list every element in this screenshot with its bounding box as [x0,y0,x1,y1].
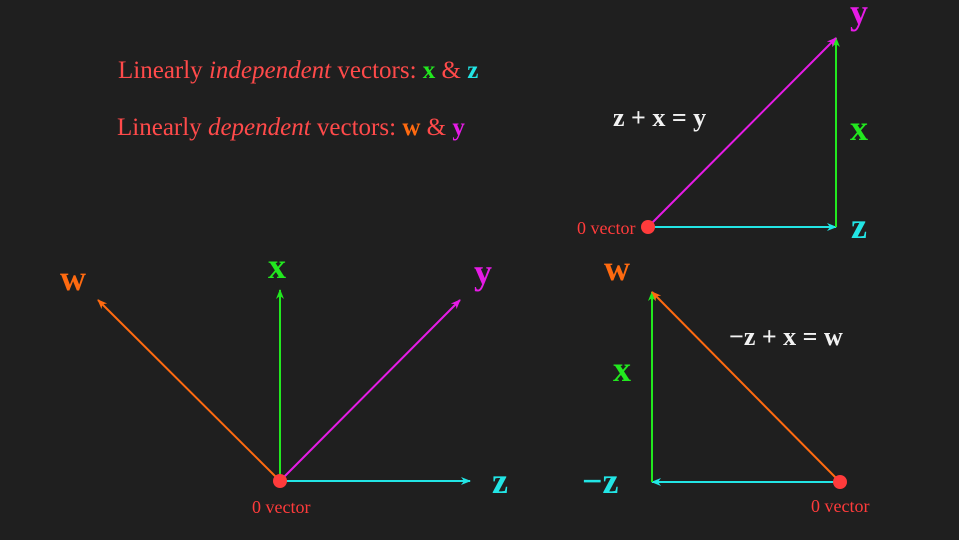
br-equation: −z + x = w [729,322,843,351]
top-right-diagram: 0 vector z + x = y y x z [577,0,868,246]
br-origin-label: 0 vector [811,496,869,516]
bl-vector-y [279,299,461,482]
tr-origin-dot [641,220,655,234]
br-label-x: x [613,349,631,389]
title-dependent-v1: w [402,114,420,141]
bl-label-z: z [492,461,508,501]
bl-origin-dot [273,474,287,488]
bl-vector-w [97,299,281,482]
title-independent-v1: x [423,57,436,84]
title-dependent-v2: y [452,114,465,141]
title-independent-mid: vectors: [331,57,423,84]
tr-origin-label: 0 vector [577,218,635,238]
title-independent-emph: independent [209,57,332,84]
title-dependent-amp: & [420,114,452,141]
br-label-w: w [604,248,630,288]
title-dependent-prefix: Linearly [117,114,208,141]
title-dependent-mid: vectors: [311,114,403,141]
bl-label-x: x [268,246,286,286]
br-label-neg-z: −z [582,461,619,501]
tr-label-z: z [851,206,867,246]
bl-label-y: y [474,252,492,292]
bl-origin-label: 0 vector [252,497,310,517]
title-independent-v2: z [467,57,478,84]
title-independent-amp: & [435,57,467,84]
tr-vector-y [647,37,837,228]
tr-equation: z + x = y [613,103,706,132]
title-dependent-emph: dependent [208,114,312,141]
title-independent: Linearly independent vectors: x & z [118,57,478,84]
br-origin-dot [833,475,847,489]
title-independent-prefix: Linearly [118,57,209,84]
tr-label-y: y [850,0,868,32]
bottom-right-diagram: 0 vector −z + x = w w x −z [582,248,869,516]
title-dependent: Linearly dependent vectors: w & y [117,114,465,141]
bl-label-w: w [60,258,86,298]
bottom-left-diagram: 0 vector w x y z [60,246,508,517]
tr-label-x: x [850,108,868,148]
br-vector-w [651,291,841,483]
